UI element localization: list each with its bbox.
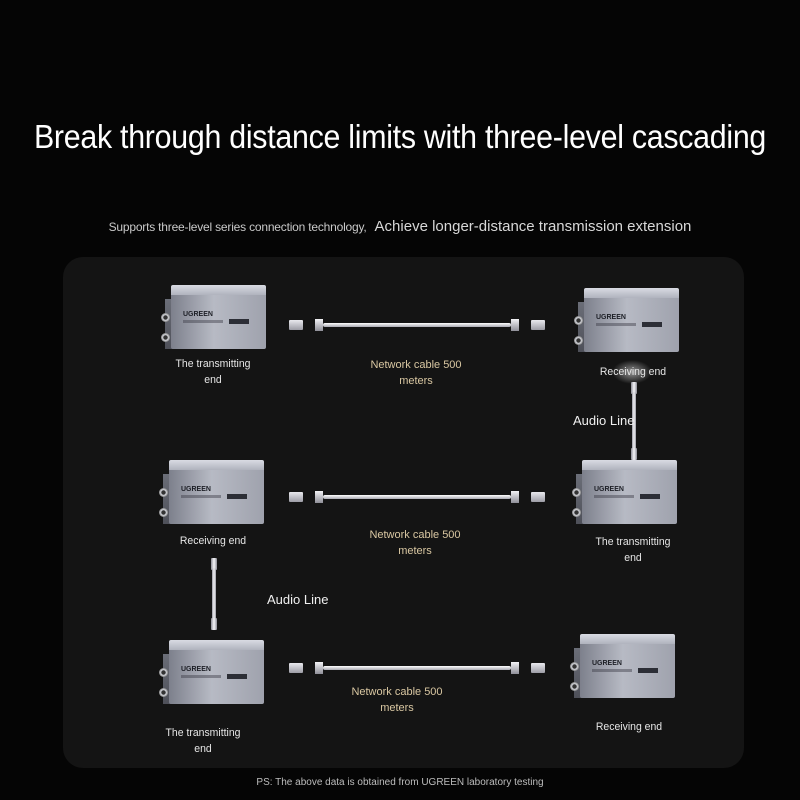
audio-port-icon — [161, 333, 170, 342]
brand-logo: UGREEN — [183, 311, 213, 318]
row3-cable-label: Network cable 500 meters — [351, 686, 443, 714]
audio-port-icon — [159, 688, 168, 697]
audio-port-icon — [159, 668, 168, 677]
audio-port-icon — [572, 508, 581, 517]
brand-logo: UGREEN — [181, 486, 211, 493]
device-row2-left: UGREEN — [159, 460, 264, 528]
audio-port-icon — [159, 488, 168, 497]
network-cable-row3 — [289, 662, 545, 674]
row2-left-label: Receiving end — [179, 535, 247, 547]
page-title: Break through distance limits with three… — [33, 118, 767, 155]
subtitle-part-2: Achieve longer-distance transmission ext… — [374, 218, 692, 235]
brand-logo: UGREEN — [596, 314, 626, 321]
audio-port-icon — [574, 316, 583, 325]
device-row2-right: UGREEN — [572, 460, 677, 528]
row1-left-label: The transmitting end — [175, 358, 251, 386]
device-row3-left: UGREEN — [159, 640, 264, 708]
audio-port-icon — [574, 336, 583, 345]
row1-right-label: Receiving end — [599, 366, 667, 378]
audio-line-cable-2 — [212, 568, 216, 624]
audio-port-icon — [570, 682, 579, 691]
device-row1-right: UGREEN — [574, 288, 679, 356]
audio-line-label-2: Audio Line — [267, 592, 329, 607]
brand-logo: UGREEN — [181, 666, 211, 673]
device-row1-left: UGREEN — [161, 285, 266, 353]
audio-port-icon — [159, 508, 168, 517]
brand-logo: UGREEN — [594, 486, 624, 493]
subtitle: Supports three-level series connection t… — [0, 218, 800, 235]
row2-cable-label: Network cable 500 meters — [369, 529, 461, 557]
network-cable-row2 — [289, 491, 545, 503]
light-glow — [612, 360, 652, 384]
subtitle-part-1: Supports three-level series connection t… — [108, 220, 367, 234]
audio-port-icon — [570, 662, 579, 671]
row3-left-label: The transmitting end — [165, 727, 241, 755]
row1-cable-label: Network cable 500 meters — [370, 359, 462, 387]
device-row3-right: UGREEN — [570, 634, 675, 702]
network-cable-row1 — [289, 319, 545, 331]
audio-line-cable-1 — [632, 392, 636, 454]
brand-logo: UGREEN — [592, 660, 622, 667]
audio-port-icon — [572, 488, 581, 497]
row2-right-label: The transmitting end — [595, 536, 671, 564]
row3-right-label: Receiving end — [595, 721, 663, 733]
audio-port-icon — [161, 313, 170, 322]
audio-line-label-1: Audio Line — [573, 413, 635, 428]
footnote: PS: The above data is obtained from UGRE… — [256, 777, 544, 788]
